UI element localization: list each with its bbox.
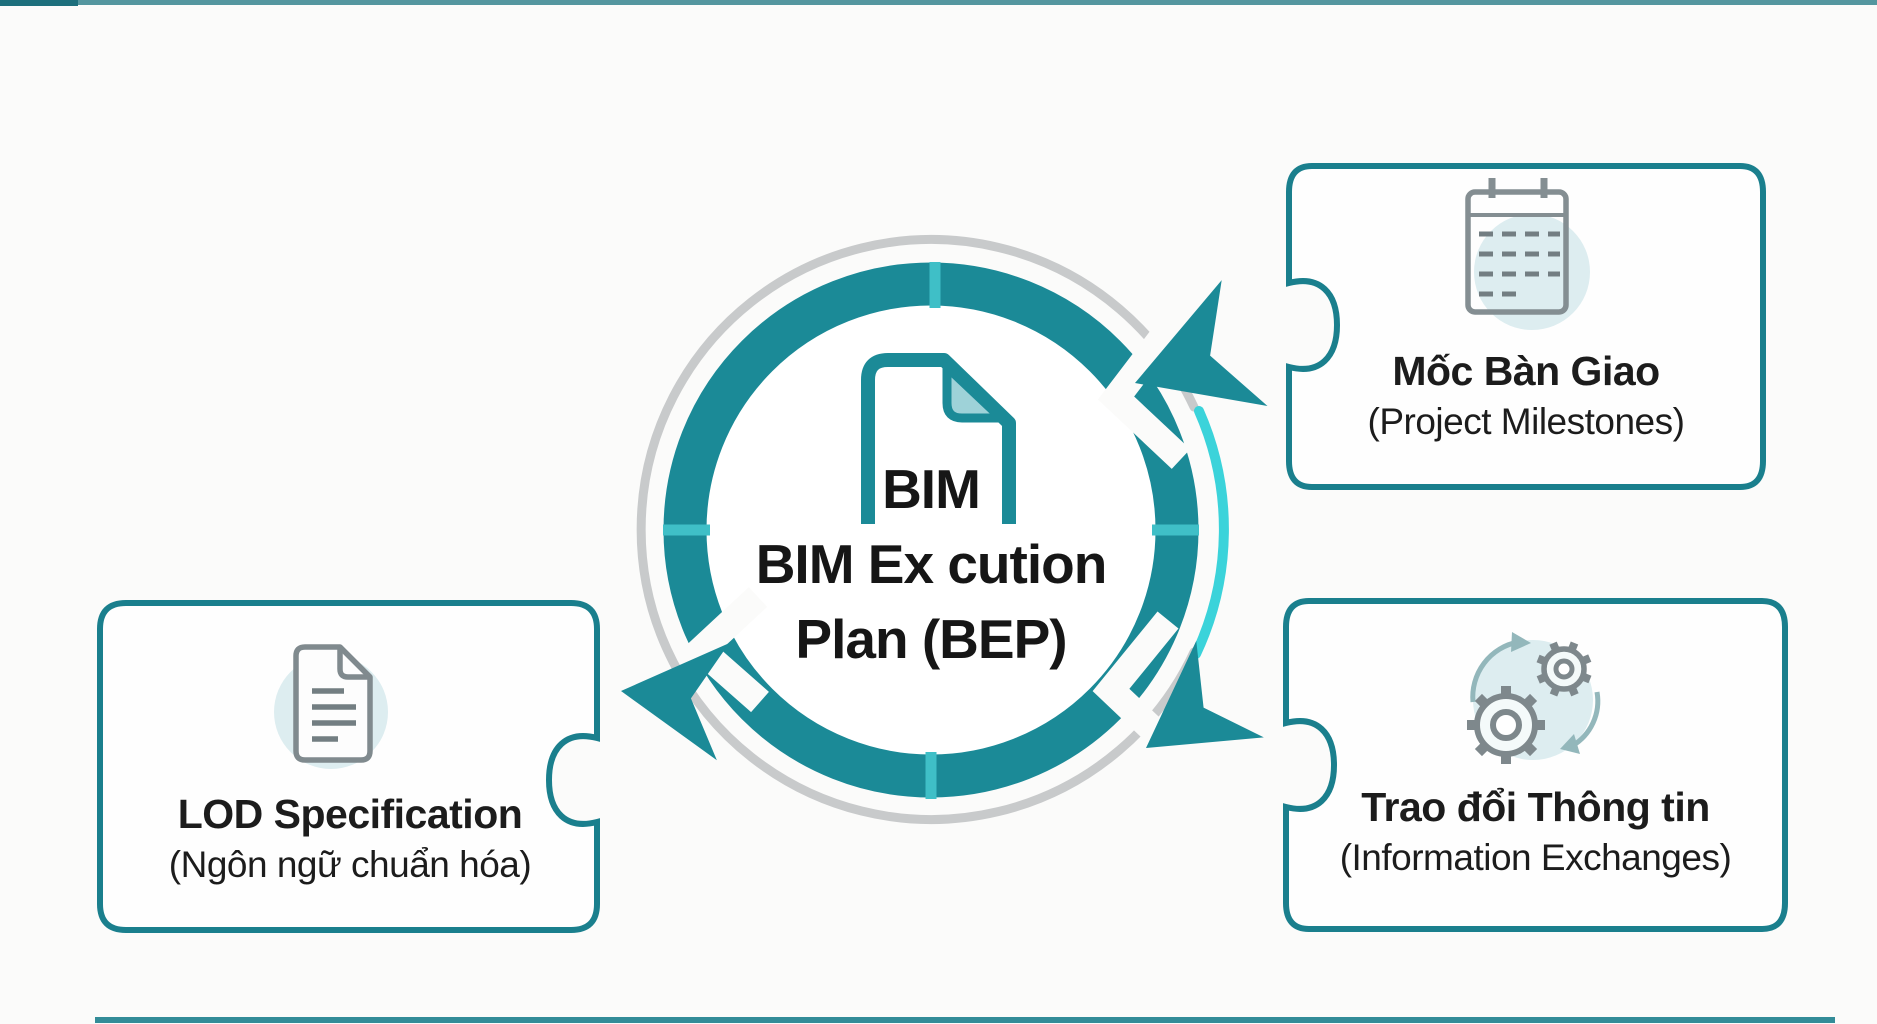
puzzle-box-milestones bbox=[1286, 163, 1766, 490]
bottom-edge-strip bbox=[95, 1017, 1835, 1023]
document-icon bbox=[861, 353, 1016, 524]
lod-subtitle: (Ngôn ngữ chuẩn hóa) bbox=[168, 844, 532, 885]
gear-small bbox=[1536, 641, 1592, 697]
ring-segment-dividers bbox=[663, 262, 1199, 799]
milestones-title: Mốc Bàn Giao bbox=[1392, 348, 1660, 394]
arrow-bottom-right bbox=[1146, 640, 1264, 748]
gear-large bbox=[1467, 686, 1545, 764]
puzzle-box-exchanges bbox=[1283, 598, 1788, 932]
document-lines bbox=[312, 688, 356, 742]
gears-icon bbox=[1467, 632, 1601, 764]
milestones-box-text: Mốc Bàn Giao (Project Milestones) bbox=[1289, 346, 1763, 447]
bep-line-2: BIM Ex cution bbox=[755, 533, 1108, 595]
calendar-icon bbox=[1465, 178, 1569, 315]
puzzle-box-lod bbox=[97, 600, 600, 933]
gray-orbit-arc bbox=[636, 235, 1199, 824]
lod-title: LOD Specification bbox=[177, 791, 523, 837]
lod-box-text: LOD Specification (Ngôn ngữ chuẩn hóa) bbox=[100, 789, 600, 890]
puzzle-box-border bbox=[1283, 598, 1788, 932]
document-icon bbox=[293, 644, 373, 763]
arrow-left bbox=[621, 643, 730, 761]
arrow-top-right bbox=[1135, 280, 1268, 407]
exchanges-title: Trao đổi Thông tin bbox=[1361, 784, 1710, 830]
top-edge-strip bbox=[0, 0, 1877, 5]
exchanges-box-text: Trao đổi Thông tin (Information Exchange… bbox=[1286, 782, 1785, 883]
top-left-strip bbox=[0, 0, 78, 6]
puzzle-box-border bbox=[97, 600, 600, 933]
ring-chevron-gaps bbox=[680, 313, 1191, 754]
calendar-grid bbox=[1479, 231, 1560, 297]
bep-center-label: BIM BIM Ex cution Plan (BEP) bbox=[631, 452, 1231, 677]
milestones-subtitle: (Project Milestones) bbox=[1367, 401, 1685, 442]
cyan-accent-arc bbox=[1191, 406, 1229, 659]
exchanges-subtitle: (Information Exchanges) bbox=[1339, 837, 1732, 878]
bep-line-1: BIM bbox=[882, 458, 981, 520]
bep-line-3: Plan (BEP) bbox=[795, 608, 1067, 670]
flow-arrows bbox=[621, 280, 1268, 761]
